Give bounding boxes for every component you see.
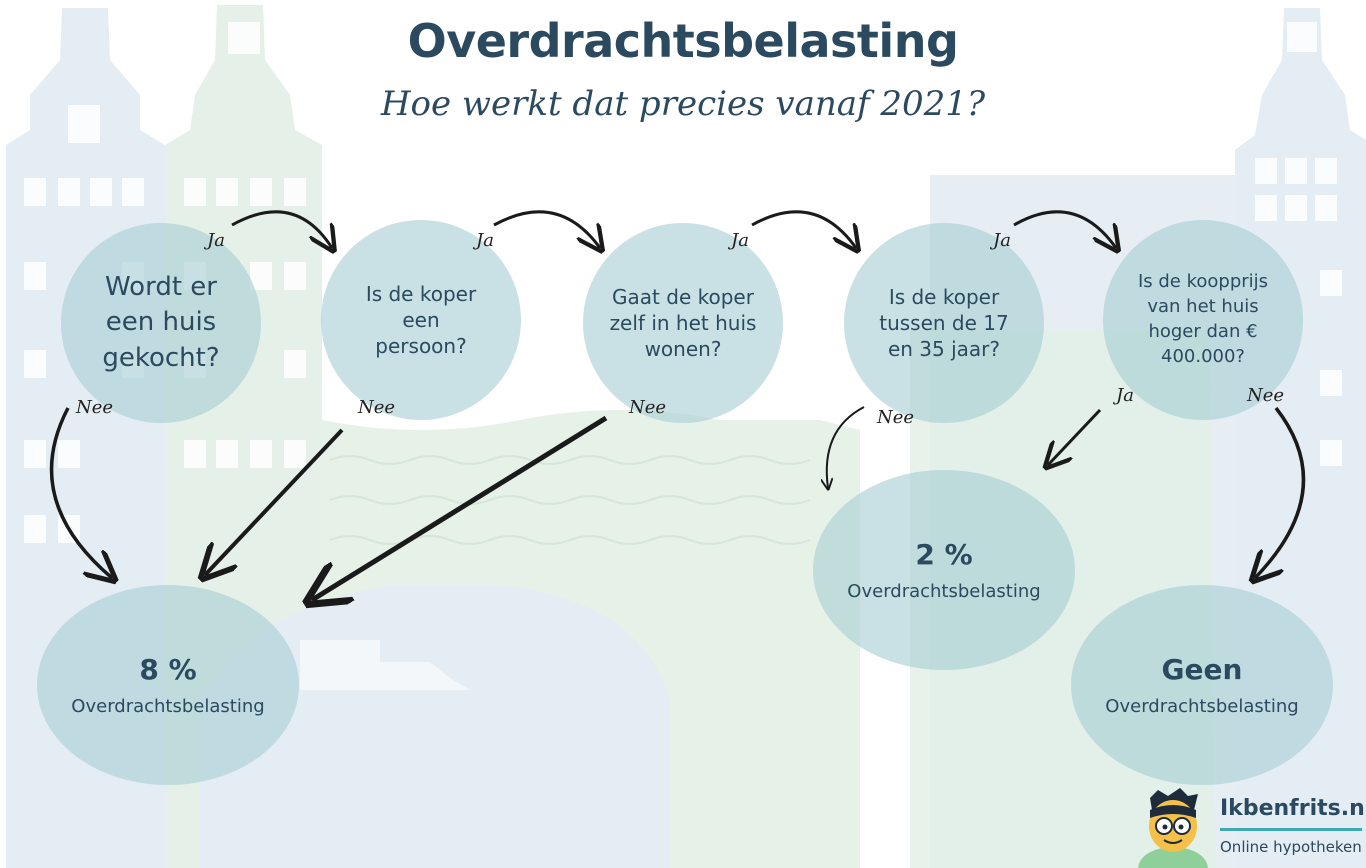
yes-arrow-4 (1013, 210, 1116, 248)
mascot-logo-icon (1138, 788, 1208, 868)
question-bubble-price-threshold: Is de koopprijs van het huis hoger dan €… (1103, 220, 1303, 420)
no-arrow-3 (312, 415, 608, 600)
no-label: Nee (358, 397, 396, 418)
result-value: 2 % (915, 538, 973, 571)
no-label: Nee (76, 397, 114, 418)
yes-label: Ja (731, 230, 749, 251)
result-label: Overdrachtsbelasting (1105, 696, 1299, 717)
question-bubble-house-bought: Wordt er een huis gekocht? (61, 223, 261, 423)
question-text: Gaat de koper zelf in het huis wonen? (609, 285, 757, 361)
logo-underline (1220, 828, 1362, 831)
question-bubble-buyer-age: Is de koper tussen de 17 en 35 jaar? (844, 223, 1044, 423)
logo-tagline: Online hypotheken (1220, 838, 1362, 856)
result-bubble-2-percent: 2 % Overdrachtsbelasting (813, 470, 1075, 670)
yes-label: Ja (1116, 385, 1134, 406)
question-bubble-buyer-lives-in-house: Gaat de koper zelf in het huis wonen? (583, 223, 783, 423)
no-arrow-1 (49, 407, 112, 578)
result-bubble-none: Geen Overdrachtsbelasting (1071, 585, 1333, 785)
yes-label: Ja (993, 230, 1011, 251)
result-label: Overdrachtsbelasting (71, 696, 265, 717)
yes-label: Ja (476, 230, 494, 251)
no-arrow-4 (827, 406, 865, 488)
no-label: Nee (1247, 385, 1285, 406)
result-value: 8 % (139, 653, 197, 686)
question-bubble-buyer-person: Is de koper een persoon? (321, 220, 521, 420)
question-text: Is de koper een persoon? (365, 282, 477, 358)
no-arrow-5 (1255, 406, 1306, 578)
yes-arrow-5 (1048, 408, 1102, 465)
question-text: Is de koopprijs van het huis hoger dan €… (1137, 271, 1269, 367)
yes-arrow-3 (751, 210, 856, 248)
result-label: Overdrachtsbelasting (847, 581, 1041, 602)
no-label: Nee (629, 397, 667, 418)
question-text: Is de koper tussen de 17 en 35 jaar? (879, 285, 1009, 361)
no-arrow-2 (205, 428, 344, 575)
yes-label: Ja (207, 230, 225, 251)
logo-name: Ikbenfrits.nl (1220, 796, 1366, 821)
result-value: Geen (1161, 653, 1243, 686)
yes-arrow-2 (493, 210, 600, 248)
yes-arrow-1 (231, 210, 332, 248)
result-bubble-8-percent: 8 % Overdrachtsbelasting (37, 585, 299, 785)
no-label: Nee (877, 407, 915, 428)
question-text: Wordt er een huis gekocht? (102, 272, 220, 373)
page-title: Overdrachtsbelasting (407, 14, 959, 68)
page-subtitle: Hoe werkt dat precies vanaf 2021? (380, 84, 986, 124)
